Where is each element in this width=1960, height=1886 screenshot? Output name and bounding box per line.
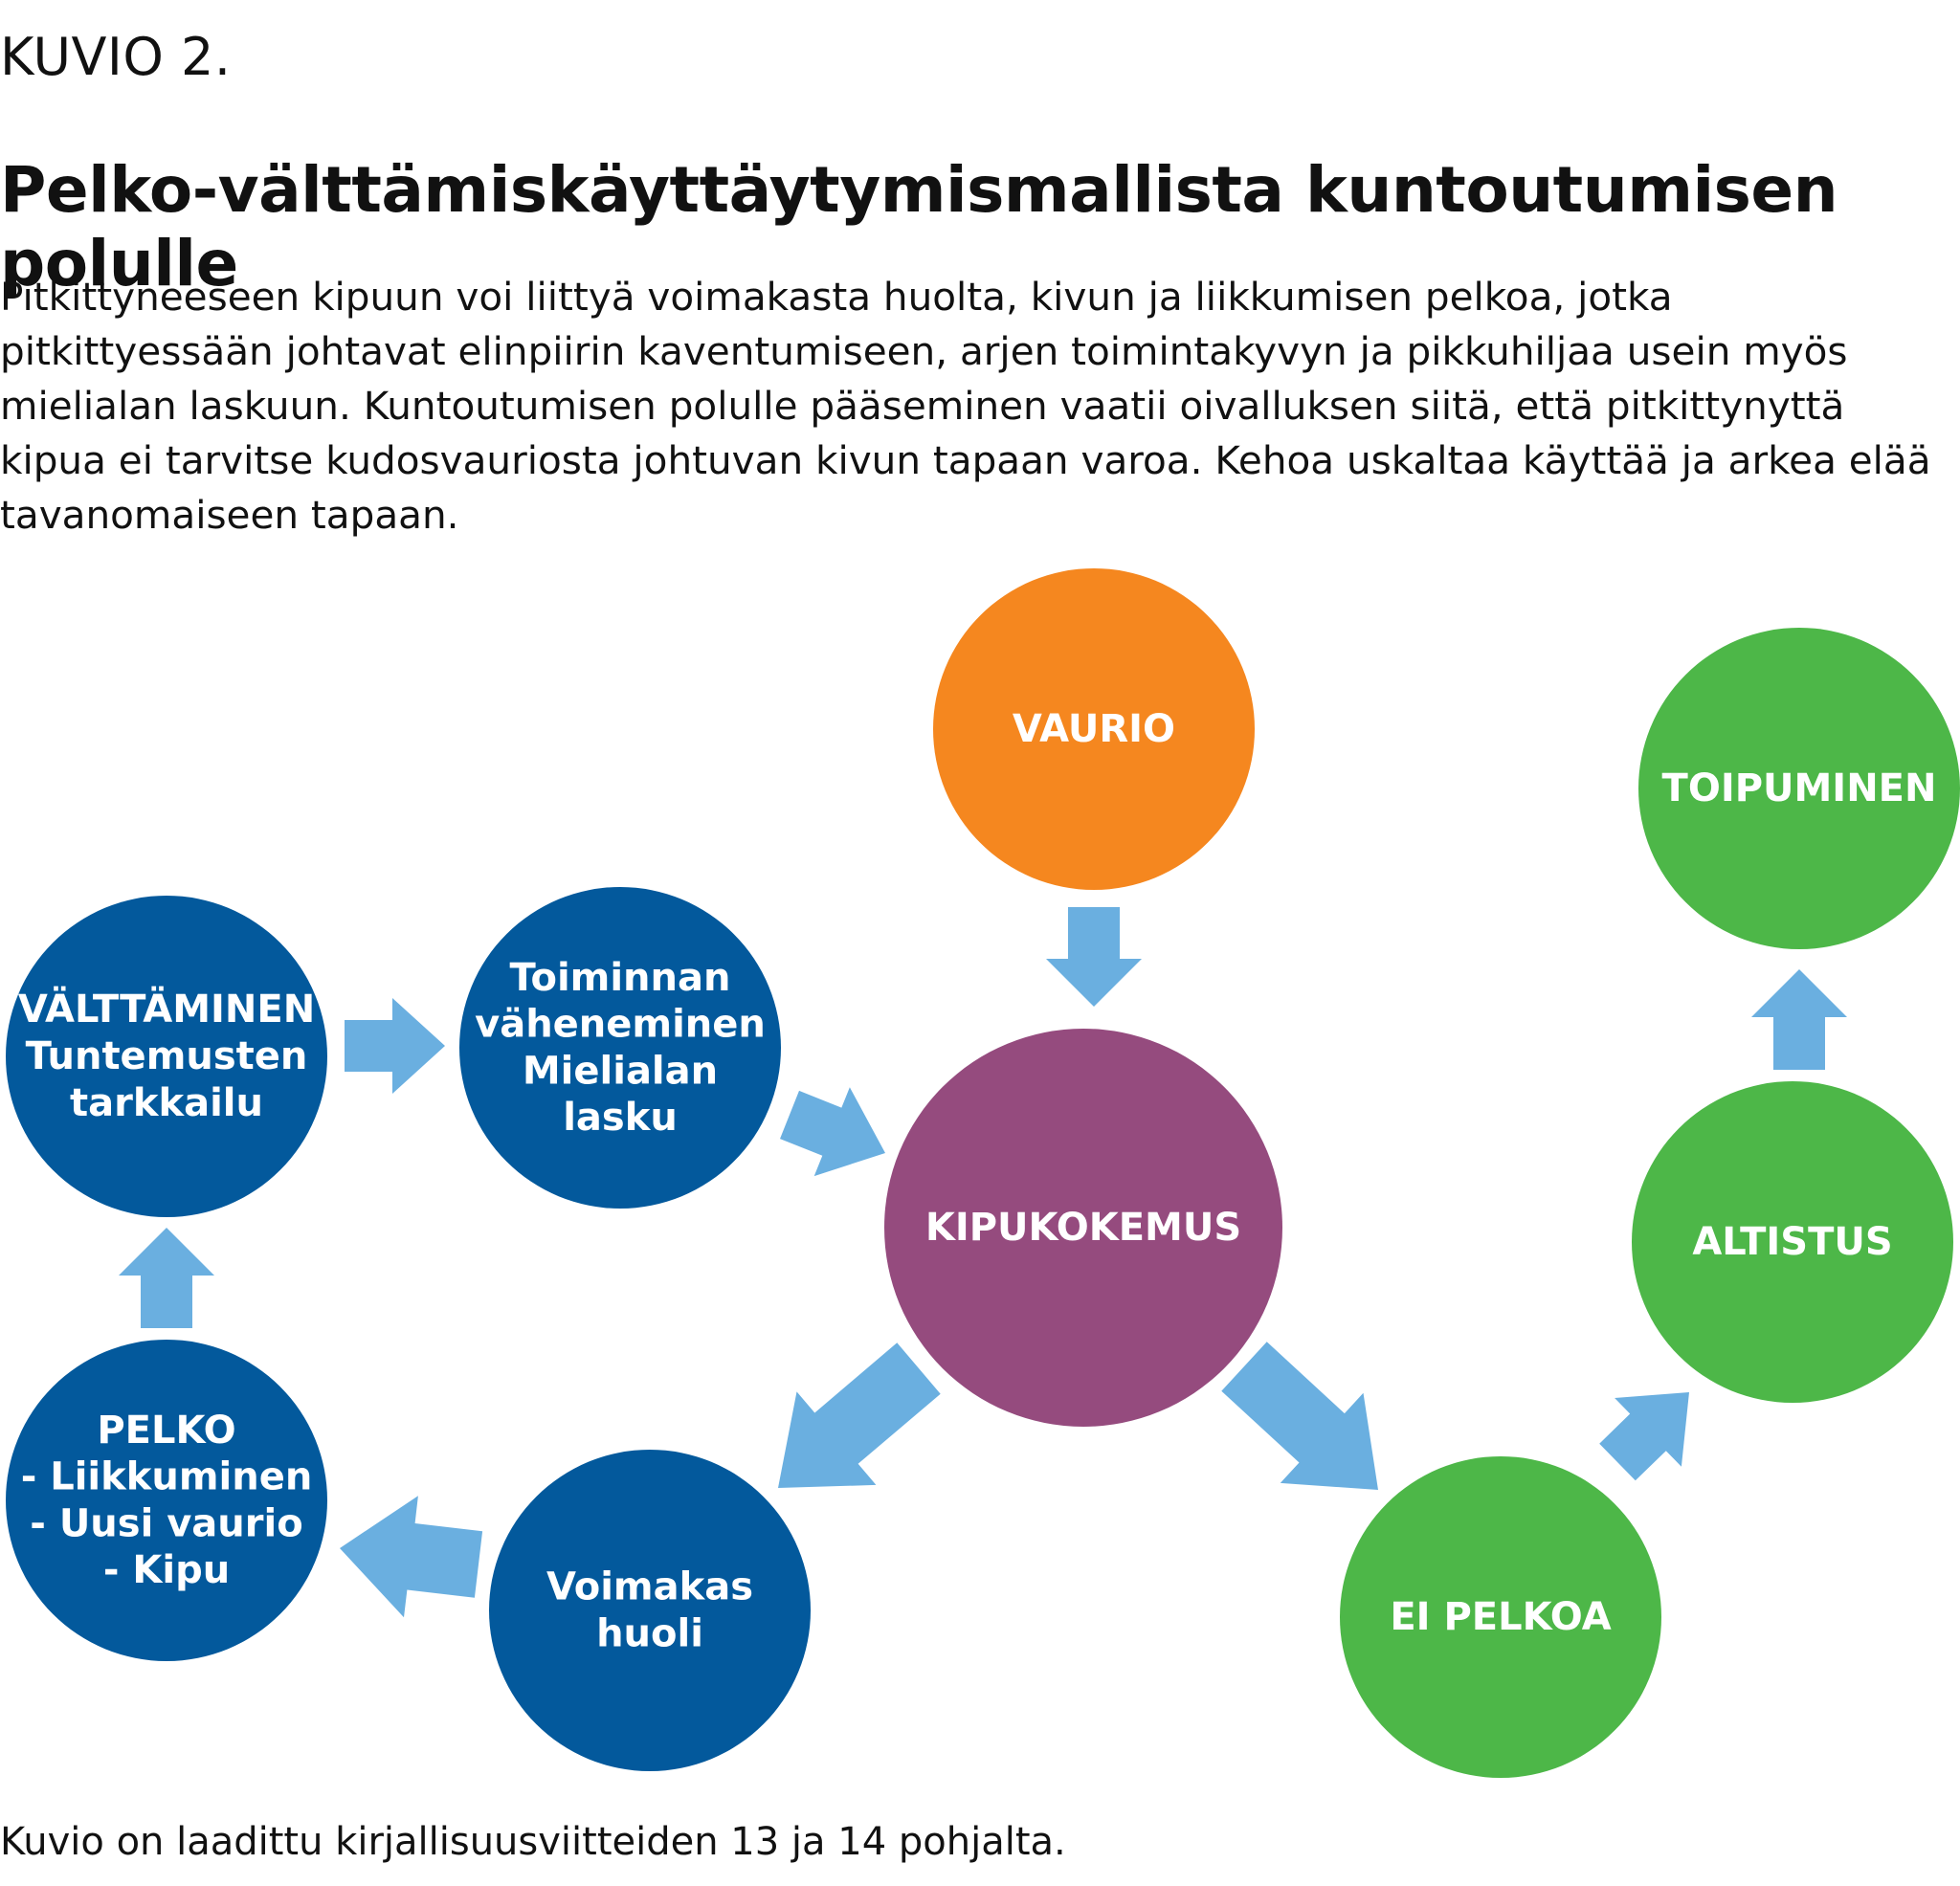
arrow-altistus-to-toipuminen (1751, 969, 1847, 1070)
node-circle (459, 887, 781, 1209)
node-circle (1632, 1081, 1953, 1403)
node-label-line: - Kipu (103, 1548, 230, 1592)
arrow-kipukokemus-to-huoli (778, 1342, 941, 1488)
node-label-line: väheneminen (475, 1003, 766, 1047)
node-ei-pelkoa: EI PELKOA (1340, 1456, 1661, 1778)
diagram-nodes: VAURIO KIPUKOKEMUS VÄLTTÄMINENTuntemustent… (6, 568, 1960, 1778)
arrow-huoli-to-pelko (340, 1496, 483, 1618)
node-altistus: ALTISTUS (1632, 1081, 1953, 1403)
node-circle (884, 1029, 1282, 1427)
arrow-pelko-to-valttaminen (119, 1228, 214, 1328)
node-circle (489, 1450, 811, 1771)
node-vaurio: VAURIO (933, 568, 1255, 890)
flow-arrows (119, 907, 1847, 1618)
figure-label: KUVIO 2. (0, 27, 232, 87)
node-label-line: huoli (596, 1611, 703, 1655)
node-circle (6, 1340, 327, 1661)
intro-paragraph: Pitkittyneeseen kipuun voi liittyä voima… (0, 274, 1931, 538)
node-label-line: Mielialan (523, 1049, 718, 1093)
node-circle (933, 568, 1255, 890)
node-label-line: lasku (563, 1096, 678, 1140)
arrow-valttaminen-to-toiminnan (345, 998, 445, 1094)
node-label-line: KIPUKOKEMUS (925, 1206, 1241, 1250)
node-label-line: Tuntemusten (26, 1034, 308, 1078)
node-label-line: VÄLTTÄMINEN (18, 986, 315, 1032)
node-circle (1340, 1456, 1661, 1778)
arrow-toiminnan-to-kipukokemus (780, 1087, 885, 1177)
figure-title: Pelko-välttämiskäyttäytymismallista kunt… (0, 153, 1838, 300)
node-pelko: PELKO- Liikkuminen- Uusi vaurio- Kipu (6, 1340, 327, 1661)
source-note: Kuvio on laadittu kirjallisuusviitteiden… (0, 1820, 1066, 1864)
node-label-line: - Liikkuminen (21, 1455, 313, 1499)
node-label-line: EI PELKOA (1390, 1595, 1611, 1639)
node-circle (1638, 628, 1960, 949)
arrow-vaurio-to-kipukokemus (1046, 907, 1142, 1007)
node-label-line: tarkkailu (70, 1081, 263, 1125)
node-label-line: - Uusi vaurio (30, 1501, 302, 1545)
arrow-ei_pelkoa-to-altistus (1599, 1392, 1689, 1481)
node-label-line: Voimakas (546, 1565, 753, 1609)
node-label-line: VAURIO (1013, 707, 1175, 751)
arrow-kipukokemus-to-ei_pelkoa (1221, 1342, 1378, 1490)
node-label-line: PELKO (97, 1409, 235, 1453)
node-kipukokemus: KIPUKOKEMUS (884, 1029, 1282, 1427)
node-label-line: TOIPUMINEN (1662, 766, 1937, 810)
node-toipuminen: TOIPUMINEN (1638, 628, 1960, 949)
node-label-line: Toiminnan (510, 956, 731, 1000)
node-circle (6, 896, 327, 1217)
node-label-line: ALTISTUS (1692, 1220, 1892, 1264)
